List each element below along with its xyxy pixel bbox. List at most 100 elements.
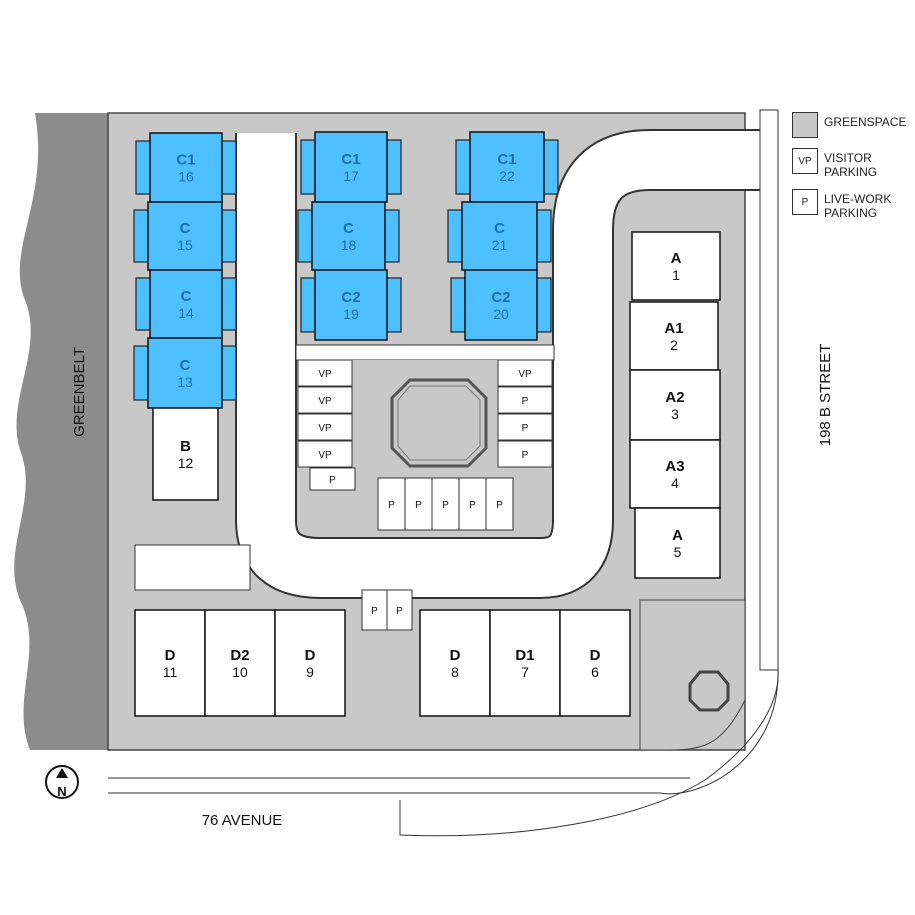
- unit-number: 7: [521, 664, 529, 680]
- unit-number: 5: [674, 544, 682, 560]
- unit-footprint: [629, 301, 719, 371]
- unit-1[interactable]: A1: [631, 231, 721, 301]
- unit-number: 8: [451, 664, 459, 680]
- greenbelt-area: [14, 113, 108, 750]
- unit-12[interactable]: B12: [152, 407, 219, 501]
- internal-road: [134, 129, 760, 599]
- unit-11[interactable]: D11: [134, 609, 206, 717]
- unit-footprint: [152, 407, 219, 501]
- unit-2[interactable]: A12: [629, 301, 719, 371]
- unit-number: 6: [591, 664, 599, 680]
- unit-number: 13: [177, 374, 193, 390]
- parking-stall: VP: [297, 359, 353, 387]
- parking-stall: P: [361, 589, 388, 631]
- parking-stall: P: [386, 589, 413, 631]
- unit-footprint: [464, 269, 538, 341]
- unit-4[interactable]: A34: [629, 439, 721, 509]
- unit-6[interactable]: D6: [559, 609, 631, 717]
- unit-number: 3: [671, 406, 679, 422]
- unit-number: 12: [178, 455, 194, 471]
- parking-stall-label: P: [388, 500, 395, 511]
- parking-stall: P: [431, 477, 460, 531]
- legend-label: GREENSPACE: [824, 115, 907, 129]
- parking-stall: VP: [297, 386, 353, 414]
- legend: GREENSPACE VP VISITOR PARKING P LIVE-WOR…: [792, 112, 914, 230]
- parking-stall-label: P: [442, 500, 449, 511]
- unit-number: 9: [306, 664, 314, 680]
- unit-type: D: [305, 647, 316, 664]
- street-198b: [759, 109, 779, 671]
- unit-type: D: [590, 647, 601, 664]
- parking-stall-label: VP: [318, 423, 332, 434]
- legend-live-work-parking: P LIVE-WORK PARKING: [792, 189, 914, 220]
- svg-text:N: N: [57, 784, 66, 799]
- unit-type: D: [165, 647, 176, 664]
- unit-13[interactable]: C13: [133, 337, 237, 409]
- unit-number: 21: [492, 237, 508, 253]
- unit-18[interactable]: C18: [297, 201, 400, 271]
- unit-type: C2: [341, 289, 360, 306]
- parking-stall-label: P: [371, 606, 378, 617]
- unit-type: C: [494, 220, 505, 237]
- unit-14[interactable]: C14: [135, 269, 237, 339]
- units-layer: C116C15C14C13C117C18C219C122C21C220B12A1…: [133, 131, 721, 717]
- unit-footprint: [489, 609, 561, 717]
- unit-7[interactable]: D17: [489, 609, 561, 717]
- unit-number: 16: [178, 169, 194, 185]
- parking-stall-label: P: [496, 500, 503, 511]
- greenspace-swatch: [792, 112, 818, 138]
- unit-footprint: [314, 131, 388, 203]
- unit-footprint: [629, 369, 721, 441]
- unit-type: C1: [176, 152, 195, 169]
- unit-footprint: [634, 507, 721, 579]
- unit-type: D2: [230, 647, 249, 664]
- unit-9[interactable]: D9: [274, 609, 346, 717]
- parking-stall: P: [485, 477, 514, 531]
- legend-label: LIVE-WORK PARKING: [824, 192, 892, 220]
- unit-15[interactable]: C15: [133, 201, 237, 271]
- unit-21[interactable]: C21: [447, 201, 552, 271]
- unit-8[interactable]: D8: [419, 609, 491, 717]
- unit-footprint: [134, 609, 206, 717]
- unit-type: B: [180, 438, 191, 455]
- unit-type: D: [450, 647, 461, 664]
- unit-type: C: [180, 357, 191, 374]
- unit-footprint: [559, 609, 631, 717]
- street-label: 198 B STREET: [817, 344, 834, 447]
- unit-footprint: [419, 609, 491, 717]
- parking-stall-label: P: [396, 606, 403, 617]
- parking-stall-label: VP: [318, 369, 332, 380]
- unit-type: A: [672, 527, 683, 544]
- unit-footprint: [314, 269, 388, 341]
- parking-stall: VP: [297, 440, 353, 468]
- unit-footprint: [274, 609, 346, 717]
- unit-footprint: [147, 337, 223, 409]
- parking-stall-label: VP: [518, 369, 532, 380]
- unit-5[interactable]: A5: [634, 507, 721, 579]
- legend-greenspace: GREENSPACE: [792, 112, 914, 138]
- unit-type: C2: [491, 289, 510, 306]
- unit-type: C: [181, 288, 192, 305]
- unit-number: 19: [343, 306, 359, 322]
- parking-stall: P: [377, 477, 406, 531]
- live-work-parking-swatch: P: [792, 189, 818, 215]
- unit-number: 4: [671, 475, 679, 491]
- unit-type: A: [671, 250, 682, 267]
- parking-stall: P: [497, 413, 553, 441]
- unit-footprint: [149, 269, 223, 339]
- unit-footprint: [311, 201, 386, 271]
- unit-3[interactable]: A23: [629, 369, 721, 441]
- unit-type: C: [180, 220, 191, 237]
- parking-stall-label: P: [329, 475, 336, 486]
- unit-number: 2: [670, 337, 678, 353]
- parking-stall-label: P: [522, 450, 529, 461]
- unit-number: 20: [493, 306, 509, 322]
- unit-type: C: [343, 220, 354, 237]
